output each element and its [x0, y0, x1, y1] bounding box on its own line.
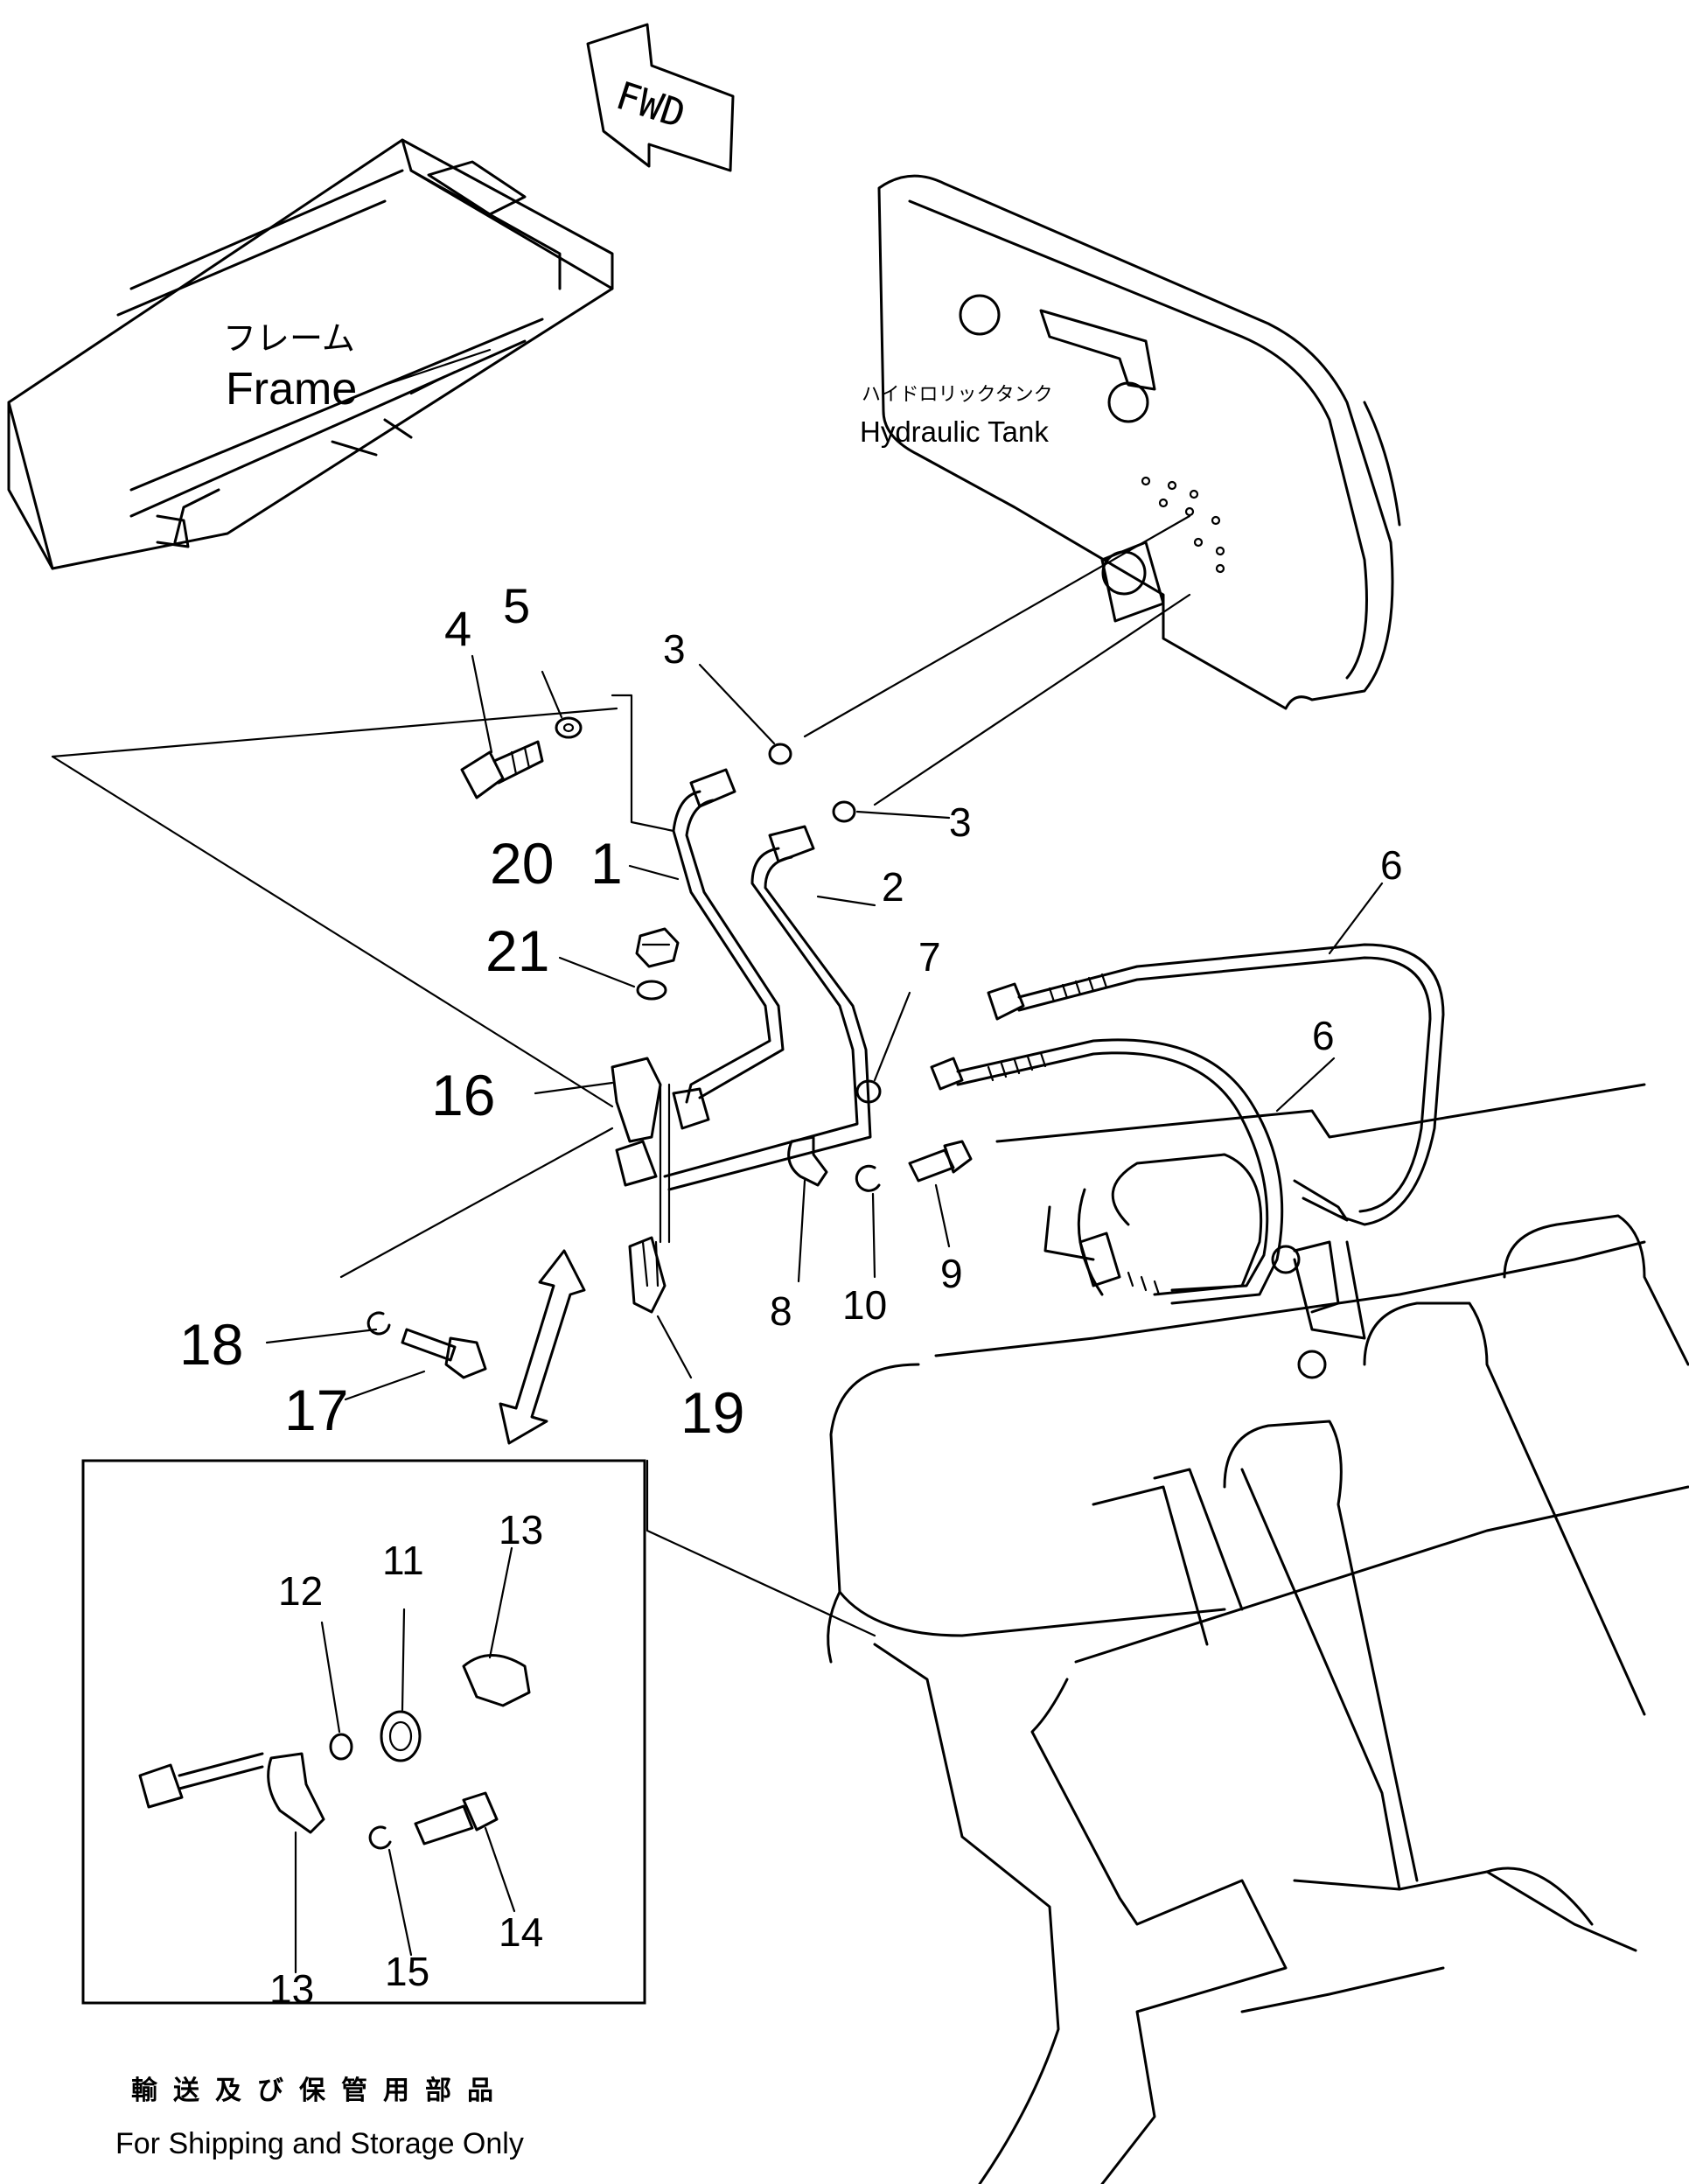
- bracket-outline: [51, 707, 618, 1279]
- callout-20: 20: [490, 831, 554, 896]
- frame-part: [7, 138, 614, 570]
- fwd-arrow-icon: FWD: [586, 23, 735, 172]
- callout-13: 13: [499, 1507, 543, 1553]
- bolt-part: [908, 1140, 973, 1183]
- inset-caption-jp: 輸送及び保管用部品: [131, 2076, 509, 2106]
- frame-label-en: Frame: [226, 364, 357, 415]
- bolt-part: [460, 740, 544, 799]
- tube-2-part: [615, 825, 872, 1191]
- hose-part: [987, 943, 1445, 1226]
- callout-12: 12: [278, 1568, 323, 1614]
- callout-leaders: [265, 654, 1384, 1401]
- callout-21: 21: [485, 918, 549, 983]
- callout-17: 17: [284, 1378, 348, 1442]
- clamp-part: [628, 1236, 667, 1314]
- blade-assembly-part: [827, 1083, 1689, 2184]
- mount-leader-line: [611, 694, 675, 833]
- callout-6: 6: [1312, 1013, 1335, 1058]
- washer-part: [555, 716, 583, 739]
- port-leader-line: [873, 593, 1191, 806]
- bolt-part: [401, 1328, 487, 1379]
- tank-label-en: Hydraulic Tank: [860, 415, 1049, 448]
- callout-3: 3: [663, 626, 686, 672]
- callout-6: 6: [1380, 842, 1403, 888]
- tank-label-jp: ハイドロリックタンク: [862, 384, 1053, 406]
- callout-16: 16: [431, 1063, 495, 1127]
- tube-1-part: [672, 768, 785, 1130]
- half-flange-part: [787, 1135, 828, 1187]
- shipping-inset: [81, 1459, 646, 2005]
- washer-part: [366, 1311, 391, 1336]
- callout-9: 9: [940, 1251, 963, 1296]
- o-ring-part: [768, 743, 792, 765]
- hydraulic-tank-part: [877, 174, 1401, 710]
- callout-3: 3: [949, 799, 972, 845]
- callout-10: 10: [842, 1282, 887, 1328]
- o-ring-part: [832, 800, 856, 823]
- callout-5: 5: [503, 578, 530, 633]
- callout-19: 19: [680, 1380, 744, 1445]
- callout-11: 11: [382, 1538, 424, 1583]
- bracket-outline: [646, 1459, 876, 1637]
- nut-part: [635, 927, 680, 968]
- callout-14: 14: [499, 1909, 543, 1955]
- callout-15: 15: [385, 1949, 429, 1994]
- callout-8: 8: [770, 1288, 792, 1334]
- callout-18: 18: [179, 1312, 243, 1377]
- callout-2: 2: [882, 864, 904, 910]
- callout-4: 4: [444, 601, 471, 656]
- double-arrow-icon: [499, 1249, 586, 1445]
- frame-label-jp: フレーム: [223, 319, 355, 358]
- callout-13: 13: [269, 1966, 314, 2012]
- bracket-part: [611, 1057, 662, 1143]
- inset-caption-en: For Shipping and Storage Only: [115, 2127, 524, 2160]
- callout-7: 7: [918, 934, 941, 980]
- washer-part: [636, 980, 667, 1001]
- o-ring-part: [855, 1079, 882, 1104]
- callout-1: 1: [590, 831, 623, 896]
- washer-part: [855, 1164, 881, 1192]
- hose-part: [930, 1038, 1284, 1305]
- port-leader-line: [803, 514, 1191, 738]
